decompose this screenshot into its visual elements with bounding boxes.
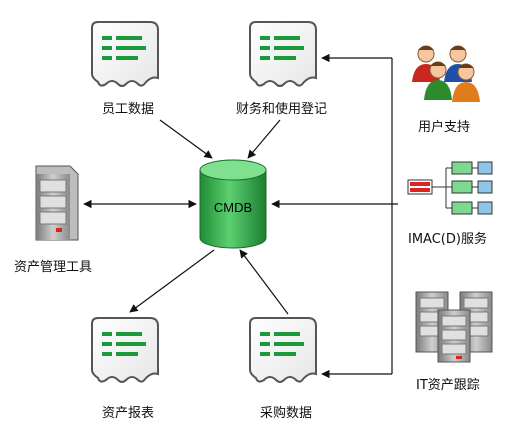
user-support-label: 用户支持 [418, 120, 471, 135]
it-asset-tracking-servers-icon [415, 291, 493, 363]
cmdb-label: CMDB [214, 200, 252, 215]
asset-report-document-icon [91, 317, 159, 383]
imac-service-network-icon [407, 161, 493, 215]
arrow-cmdb-to-report [129, 249, 215, 313]
staff-data-document-icon [91, 21, 159, 87]
arrow-purchase-to-cmdb [239, 249, 289, 315]
user-support-people-icon [412, 45, 480, 102]
purchase-data-label: 采购数据 [260, 406, 313, 421]
asset-report-label: 资产报表 [102, 406, 155, 421]
finance-usage-label: 财务和使用登记 [236, 102, 328, 117]
arrow-staff-to-cmdb [159, 119, 213, 159]
imac-service-label: IMAC(D)服务 [408, 232, 487, 247]
it-asset-tracking-label: IT资产跟踪 [416, 378, 480, 393]
arrow-finance-to-cmdb [247, 119, 281, 159]
staff-data-label: 员工数据 [102, 102, 155, 117]
cmdb-database-cylinder [199, 159, 267, 249]
asset-tool-label: 资产管理工具 [14, 260, 93, 275]
connector-arrows [83, 53, 398, 379]
finance-usage-document-icon [249, 21, 317, 87]
asset-tool-server-icon [35, 165, 79, 241]
purchase-data-document-icon [249, 317, 317, 383]
